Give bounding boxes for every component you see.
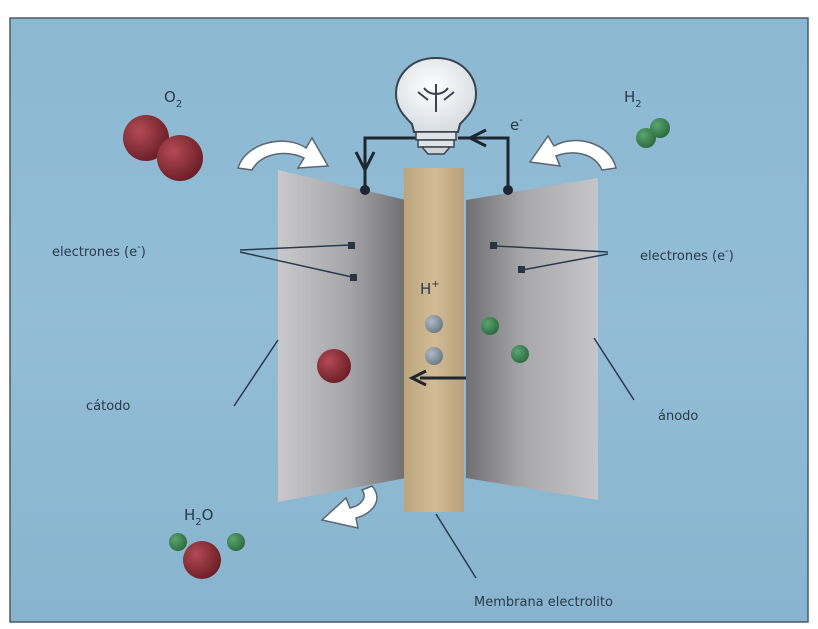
proton [425, 315, 443, 333]
electrolyte-membrane [404, 168, 464, 512]
cathode-plate [278, 170, 406, 502]
membrane-label: Membrana electrolito [474, 595, 613, 610]
anode-terminal [503, 185, 513, 195]
electron-dot-icon [490, 242, 497, 249]
hydrogen-atom [227, 533, 245, 551]
hydrogen-atom [481, 317, 499, 335]
oxygen-atom [183, 541, 221, 579]
cathode-terminal [360, 185, 370, 195]
electrons-cathode-label: electrones (e-) [52, 242, 146, 260]
anode-label: ánodo [658, 409, 698, 424]
oxygen-atom [157, 135, 203, 181]
electrons-anode-label: electrones (e-) [640, 246, 734, 264]
oxygen-atom [317, 349, 351, 383]
anode-plate [466, 178, 598, 500]
proton [425, 347, 443, 365]
hydrogen-atom [169, 533, 187, 551]
hydrogen-atom [650, 118, 670, 138]
hydrogen-atom [511, 345, 529, 363]
cathode-label: cátodo [86, 399, 130, 414]
